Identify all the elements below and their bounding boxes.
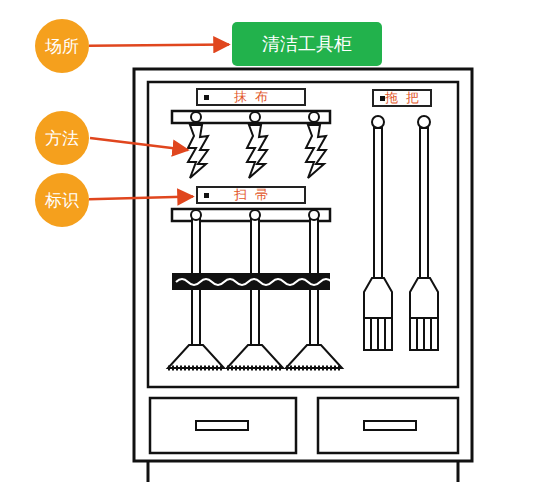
method-circle: 方法 [35, 111, 89, 165]
place-circle: 场所 [35, 19, 89, 73]
node-label: 标识 [45, 189, 79, 212]
mops [364, 116, 438, 350]
pointer-arrow [89, 196, 193, 199]
node-label: 扫帚 [234, 186, 276, 204]
circle-fill [35, 173, 89, 227]
leader-arrow [90, 138, 188, 150]
node-label: 场所 [45, 35, 79, 58]
sign-circle: 标识 [35, 173, 89, 227]
label-plate: 抹布 [196, 88, 306, 106]
circle-fill [35, 19, 89, 73]
rags [188, 112, 326, 178]
circle-fill [35, 111, 89, 165]
cabinet-panel [148, 82, 458, 387]
label-plate: 拖把 [372, 89, 432, 107]
brooms [168, 210, 342, 368]
drawer [150, 398, 296, 453]
rail [172, 111, 330, 123]
label-plate: 扫帚 [196, 186, 306, 204]
cabinet-leg [457, 461, 460, 482]
pointer-arrow [89, 45, 229, 46]
wave [176, 279, 332, 285]
rail [172, 209, 330, 221]
node-label: 清洁工具柜 [262, 32, 352, 56]
plate-dot [380, 96, 385, 101]
node-label: 方法 [45, 127, 79, 150]
drawer-handle [196, 421, 248, 430]
cabinet-outer [134, 69, 472, 461]
node-label: 拖把 [385, 89, 427, 107]
cabinet-leg [147, 461, 150, 482]
plate-dot [204, 193, 209, 198]
node-label: 抹布 [234, 88, 276, 106]
drawer [318, 398, 458, 453]
title-box: 清洁工具柜 [232, 22, 382, 66]
plate-dot [204, 95, 209, 100]
drawer-handle [364, 421, 416, 430]
